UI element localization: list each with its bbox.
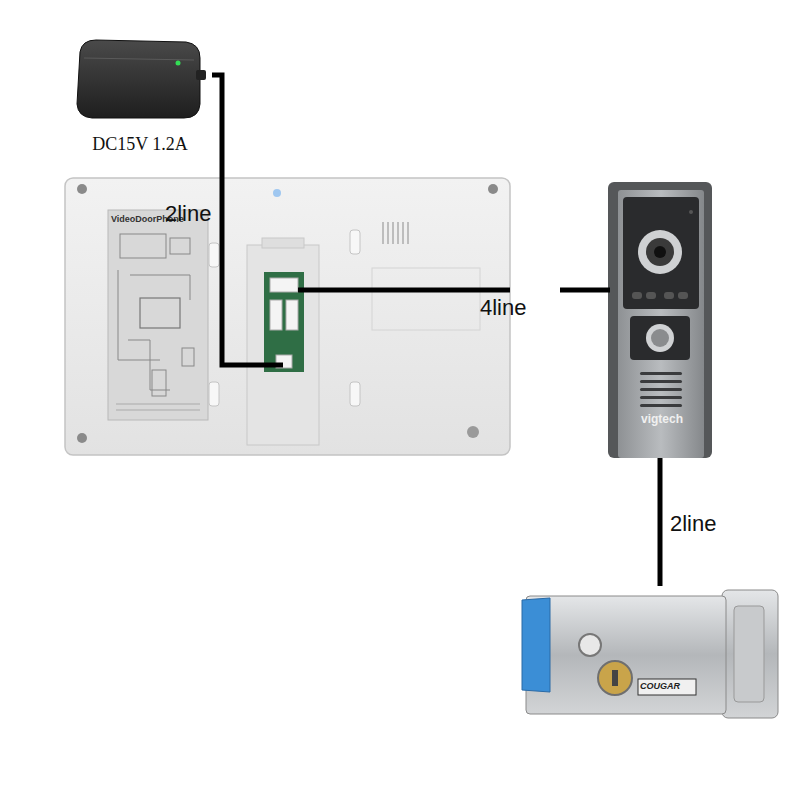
wire bbox=[658, 458, 663, 586]
power-adapter bbox=[77, 40, 206, 118]
node-text: vigtech bbox=[610, 413, 714, 427]
wire bbox=[212, 75, 222, 178]
power-adapter-box: DC15V 1.2A bbox=[68, 36, 212, 157]
door-station-box: vigtech bbox=[610, 182, 714, 458]
node-text: COUGAR bbox=[640, 681, 800, 691]
lock-box: COUGAR bbox=[518, 586, 800, 720]
wire bbox=[560, 288, 610, 293]
wire-label: 4line bbox=[480, 296, 526, 320]
electric-lock bbox=[522, 590, 778, 718]
wire-label: 2line bbox=[165, 202, 211, 226]
node-text: DC15V 1.2A bbox=[68, 134, 212, 155]
wire-label: 2line bbox=[670, 512, 716, 536]
inner-wire bbox=[222, 178, 510, 365]
